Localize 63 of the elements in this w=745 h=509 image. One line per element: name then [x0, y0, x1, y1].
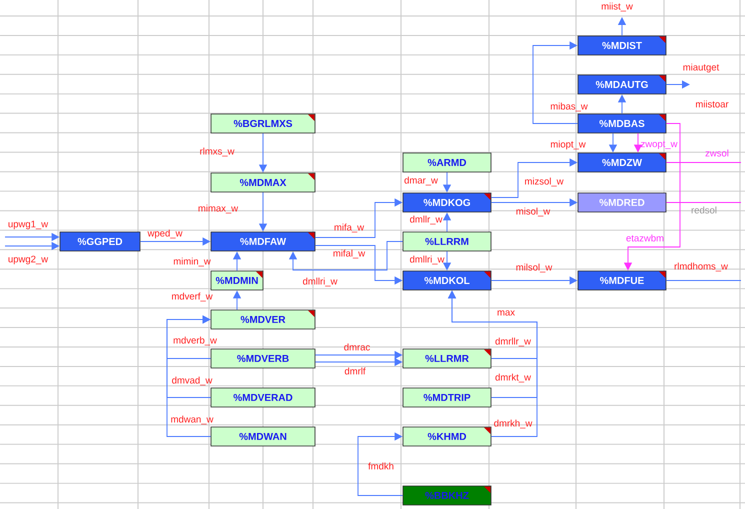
edge-label: fmdkh — [368, 462, 394, 470]
process-box: %MDMIN — [210, 270, 264, 290]
edge-label: etazwbm — [626, 234, 664, 242]
process-box: %MDZW — [578, 152, 666, 172]
edge-label: milsol_w — [516, 264, 552, 272]
process-box: %LLRMR — [402, 348, 492, 368]
edge-label: dmvad_w — [172, 376, 212, 386]
edge-label: dmrkt_w — [495, 374, 531, 382]
edge-label: mdwan_w — [171, 416, 214, 424]
edge-label: mifal_w — [334, 250, 366, 258]
arrow — [532, 41, 578, 124]
edge-label: dmar_w — [404, 176, 438, 186]
edge-label: mizsol_w — [525, 178, 564, 186]
edge-label: upwg1_w — [8, 220, 48, 230]
process-box: %MDVER — [210, 310, 316, 330]
edge-label: mifa_w — [334, 224, 364, 232]
arrow — [166, 315, 212, 437]
edge-label: dmllri_w — [302, 278, 338, 286]
edge-label: mibas_w — [550, 102, 588, 112]
edge-label: rlmxs_w — [200, 148, 234, 156]
process-box: %MDRED — [578, 192, 666, 212]
edge-label: miist_w — [602, 2, 633, 12]
edge-label: mdverb_w — [174, 336, 217, 346]
arrow — [358, 432, 404, 496]
edge-label: dmrac — [344, 344, 370, 350]
edge-label: rlmdhoms_w — [674, 262, 728, 272]
signal-label: max — [498, 310, 515, 316]
signal-label: miistoar — [696, 100, 728, 108]
process-box: %KHMD — [402, 426, 492, 446]
process-box: %LLRRM — [402, 232, 492, 252]
edge-label: miautget — [683, 64, 720, 72]
edge-label: misol_w — [516, 208, 550, 216]
edge-label: dmrkh_w — [494, 420, 532, 428]
process-box: %MDBAS — [578, 114, 666, 134]
process-box: %MDMAX — [210, 172, 316, 192]
process-box: %BBKHZ — [402, 486, 492, 506]
process-box: %MDAUTG — [578, 74, 666, 94]
edge-label: miopt_w — [550, 140, 586, 150]
process-box: %MDVERB — [210, 348, 316, 368]
edge-label: dmllr_w — [410, 216, 442, 224]
edge-label: redsol — [692, 206, 716, 214]
edge-label: zwopt_w — [640, 140, 678, 150]
edge-label: dmllri_w — [410, 256, 444, 264]
process-box: %MDIST — [578, 36, 666, 56]
process-box: %GGPED — [60, 232, 140, 252]
process-box: %MDWAN — [210, 426, 316, 446]
edge-label: dmrlf — [344, 368, 366, 374]
edge-label: upwg2_w — [8, 256, 48, 264]
process-box: %MDKOL — [402, 270, 492, 290]
process-box: %MDVERAD — [210, 388, 316, 408]
process-box: %MDKOG — [402, 192, 492, 212]
edge-label: wped_w — [148, 230, 182, 238]
process-box: %ARMD — [402, 152, 492, 172]
edge-label: mimin_w — [174, 258, 211, 266]
process-box: %BGRLMXS — [210, 114, 316, 134]
process-box: %MDTRIP — [402, 388, 492, 408]
edge-label: mdverf_w — [172, 292, 213, 302]
arrow — [288, 241, 404, 270]
edge-label: dmrllr_w — [495, 338, 531, 346]
edge-label: zwsol — [706, 150, 728, 156]
edge-label: mimax_w — [198, 204, 238, 214]
process-box: %MDFUE — [578, 270, 666, 290]
process-box: %MDFAW — [210, 232, 316, 252]
